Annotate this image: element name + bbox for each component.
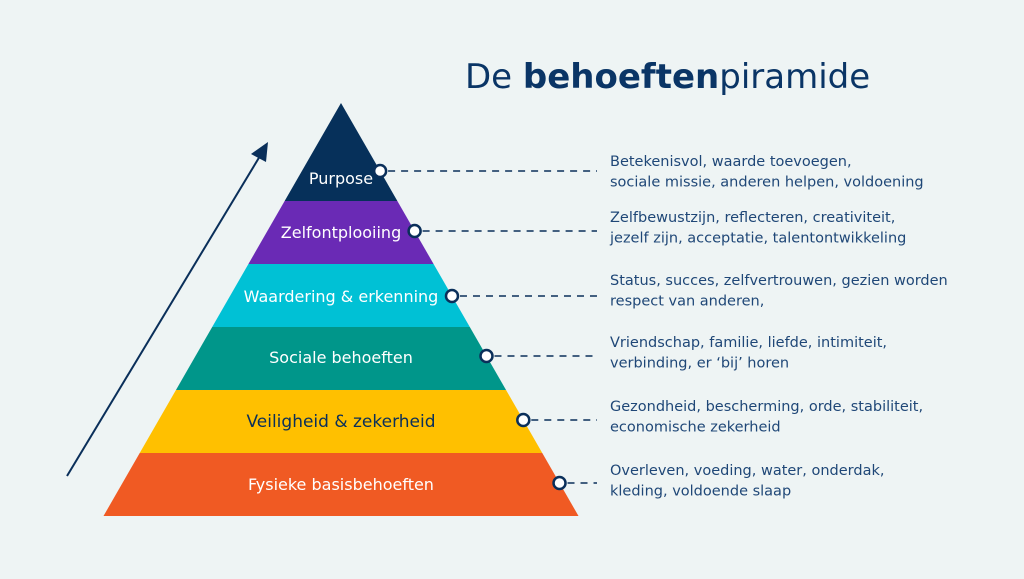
level-label: Fysieke basisbehoeften <box>248 475 434 494</box>
level-description-line: sociale missie, anderen helpen, voldoeni… <box>610 175 924 191</box>
level-description-line: economische zekerheid <box>610 420 781 436</box>
level-description-line: Betekenisvol, waarde toevoegen, <box>610 154 852 170</box>
connector-dot <box>372 163 388 179</box>
pyramid-level-2 <box>248 201 434 264</box>
level-description-line: jezelf zijn, acceptatie, talentontwikkel… <box>609 231 906 247</box>
level-label: Waardering & erkenning <box>244 287 439 306</box>
connector-dot <box>407 223 422 239</box>
connector-dot <box>479 348 494 364</box>
pyramid-level-1 <box>284 103 398 201</box>
level-description-line: respect van anderen, <box>610 294 764 310</box>
level-label: Zelfontplooiing <box>281 223 401 242</box>
pyramid-level-4 <box>175 327 507 390</box>
connector-dot <box>552 475 567 491</box>
level-description-line: Status, succes, zelfvertrouwen, gezien w… <box>610 273 948 289</box>
connector-dot <box>444 288 460 304</box>
pyramid-level-5 <box>139 390 543 453</box>
growth-arrow <box>66 142 268 477</box>
level-description-line: Zelfbewustzijn, reflecteren, creativitei… <box>610 210 895 226</box>
level-description-line: kleding, voldoende slaap <box>610 484 791 500</box>
level-description-line: verbinding, er ‘bij’ horen <box>610 356 789 372</box>
level-label: Purpose <box>309 169 373 188</box>
pyramid-level-6 <box>103 453 579 516</box>
connector-dot <box>516 412 531 428</box>
level-description-line: Gezondheid, bescherming, orde, stabilite… <box>610 399 923 415</box>
page-title: De behoeftenpiramide <box>465 57 870 97</box>
level-label: Veiligheid & zekerheid <box>246 412 435 432</box>
level-description-line: Vriendschap, familie, liefde, intimiteit… <box>610 335 887 351</box>
pyramid-level-3 <box>212 264 470 327</box>
level-description-line: Overleven, voeding, water, onderdak, <box>610 463 884 479</box>
level-label: Sociale behoeften <box>269 348 413 367</box>
